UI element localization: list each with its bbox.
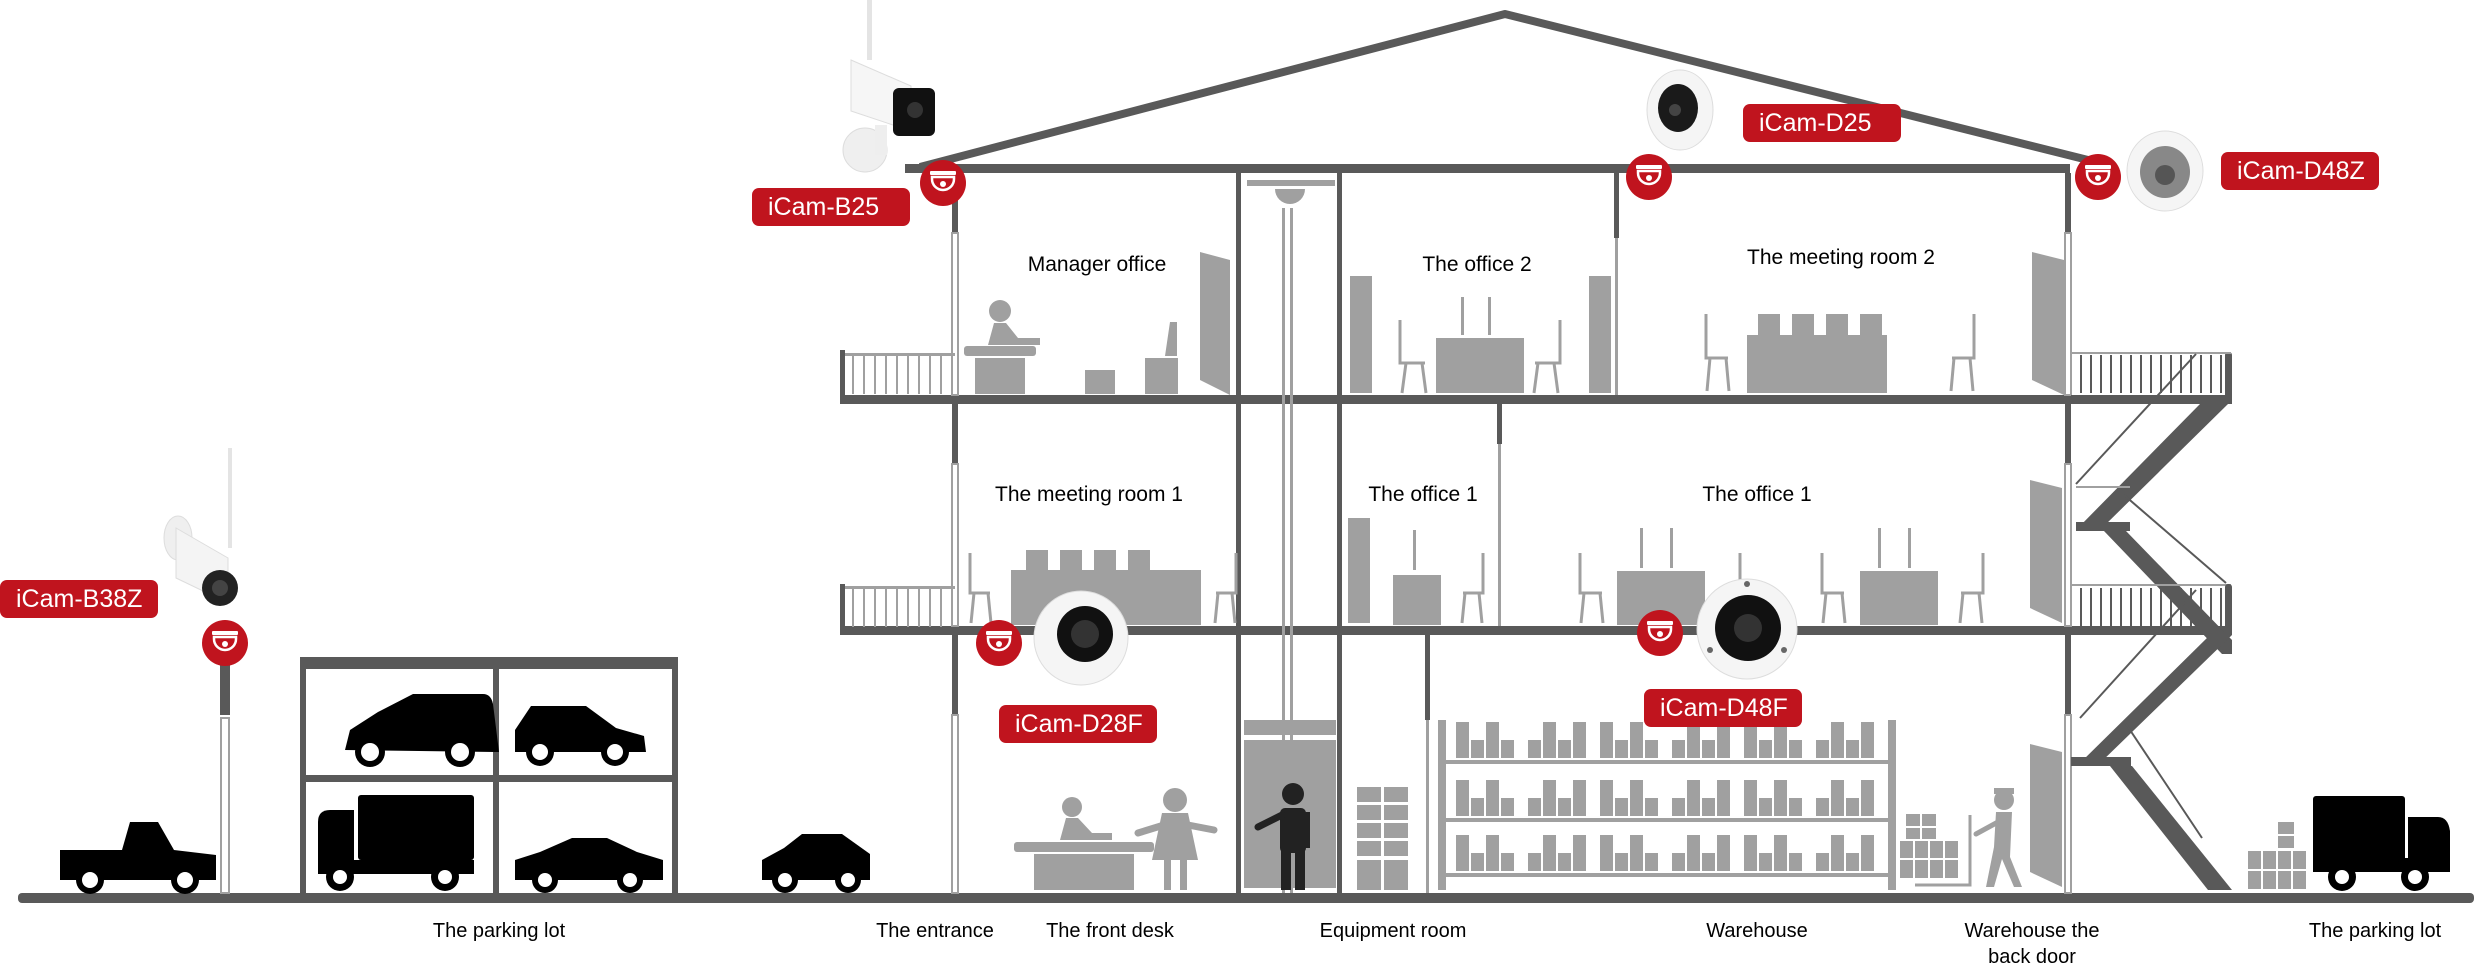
meeting-room-2-furniture bbox=[1704, 252, 2064, 395]
camera-label-d25[interactable]: iCam-D25 bbox=[1743, 104, 1901, 142]
zone-label-parking-lot-left: The parking lot bbox=[432, 920, 566, 942]
delivery-truck-icon bbox=[2313, 796, 2450, 891]
van-icon bbox=[345, 694, 499, 767]
mini-dome-camera-d25-icon bbox=[1645, 68, 1715, 152]
room-label-office-1-right: The office 1 bbox=[1702, 483, 1812, 506]
office-1-left-furniture bbox=[1348, 518, 1485, 625]
pickup-truck-icon bbox=[60, 822, 216, 894]
dome-camera-icon bbox=[1634, 163, 1664, 192]
dome-camera-icon bbox=[2083, 163, 2113, 192]
fisheye-camera-d48f-icon bbox=[1696, 578, 1798, 680]
roof-slab bbox=[905, 164, 2070, 173]
camera-label-d48f[interactable]: iCam-D48F bbox=[1644, 689, 1802, 727]
camera-label-b38z[interactable]: iCam-B38Z bbox=[0, 580, 158, 618]
dome-camera-icon bbox=[210, 629, 240, 658]
equipment-cabinet bbox=[1357, 787, 1408, 890]
zone-label-parking-lot-right: The parking lot bbox=[2308, 920, 2442, 942]
room-label-meeting-room-2: The meeting room 2 bbox=[1747, 246, 1935, 269]
zone-label-equipment-room: Equipment room bbox=[1319, 920, 1467, 942]
interior-walls bbox=[1236, 173, 1619, 893]
balcony-railing-top bbox=[840, 350, 955, 400]
sedan-car-icon bbox=[515, 838, 663, 893]
hatchback-car-icon bbox=[515, 706, 646, 766]
dome-camera-icon bbox=[984, 629, 1014, 658]
zone-label-warehouse-back-door: Warehouse the back door bbox=[1965, 918, 2100, 970]
room-label-office-2: The office 2 bbox=[1422, 253, 1532, 276]
ground-line bbox=[18, 893, 2474, 903]
warehouse-shelves bbox=[1438, 720, 1896, 890]
zone-label-entrance: The entrance bbox=[876, 920, 994, 942]
room-label-manager-office: Manager office bbox=[1027, 253, 1167, 276]
external-staircase bbox=[2071, 352, 2232, 890]
camera-marker-d48z[interactable] bbox=[2075, 154, 2121, 200]
roof bbox=[918, 10, 2101, 171]
camera-marker-b25[interactable] bbox=[920, 160, 966, 206]
bullet-camera-b25-icon bbox=[835, 0, 955, 175]
office-1-right-furniture bbox=[1578, 480, 2062, 625]
small-car-icon bbox=[762, 834, 870, 893]
zone-label-front-desk: The front desk bbox=[1046, 920, 1174, 942]
loading-boxes bbox=[2248, 822, 2306, 889]
zone-label-warehouse-back-door-line1: Warehouse the bbox=[1964, 920, 2100, 942]
dome-camera-d48z-icon bbox=[2125, 130, 2205, 212]
box-truck-icon bbox=[318, 795, 474, 891]
fisheye-camera-d28f-icon bbox=[1033, 590, 1129, 686]
exterior-wall-left bbox=[951, 173, 959, 894]
camera-label-d48z[interactable]: iCam-D48Z bbox=[2221, 152, 2379, 190]
room-label-meeting-room-1: The meeting room 1 bbox=[995, 483, 1183, 506]
back-door-scene bbox=[1900, 744, 2062, 887]
manager-office-furniture bbox=[964, 252, 1230, 395]
balcony-railing-mid bbox=[840, 584, 955, 634]
exterior-wall-right bbox=[2064, 173, 2072, 894]
camera-marker-d28f[interactable] bbox=[976, 620, 1022, 666]
camera-marker-d25[interactable] bbox=[1626, 154, 1672, 200]
dome-camera-icon bbox=[1645, 619, 1675, 648]
zone-label-warehouse-back-door-line2: back door bbox=[1988, 946, 2076, 968]
office-2-furniture bbox=[1350, 276, 1611, 394]
camera-label-d28f[interactable]: iCam-D28F bbox=[999, 705, 1157, 743]
parking-garage bbox=[300, 657, 678, 893]
camera-label-b25[interactable]: iCam-B25 bbox=[752, 188, 910, 226]
floor-slab-3 bbox=[840, 395, 2232, 404]
zone-label-warehouse: Warehouse bbox=[1706, 920, 1808, 942]
elevator-person bbox=[1254, 783, 1310, 890]
camera-marker-b38z[interactable] bbox=[202, 620, 248, 666]
camera-marker-d48f[interactable] bbox=[1637, 610, 1683, 656]
room-label-office-1-left: The office 1 bbox=[1368, 483, 1478, 506]
floor-slab-2 bbox=[840, 626, 2232, 635]
camera-pole bbox=[220, 665, 230, 894]
dome-camera-icon bbox=[928, 169, 958, 198]
bullet-camera-b38z-icon bbox=[148, 448, 248, 618]
front-desk-scene bbox=[1014, 788, 1218, 890]
